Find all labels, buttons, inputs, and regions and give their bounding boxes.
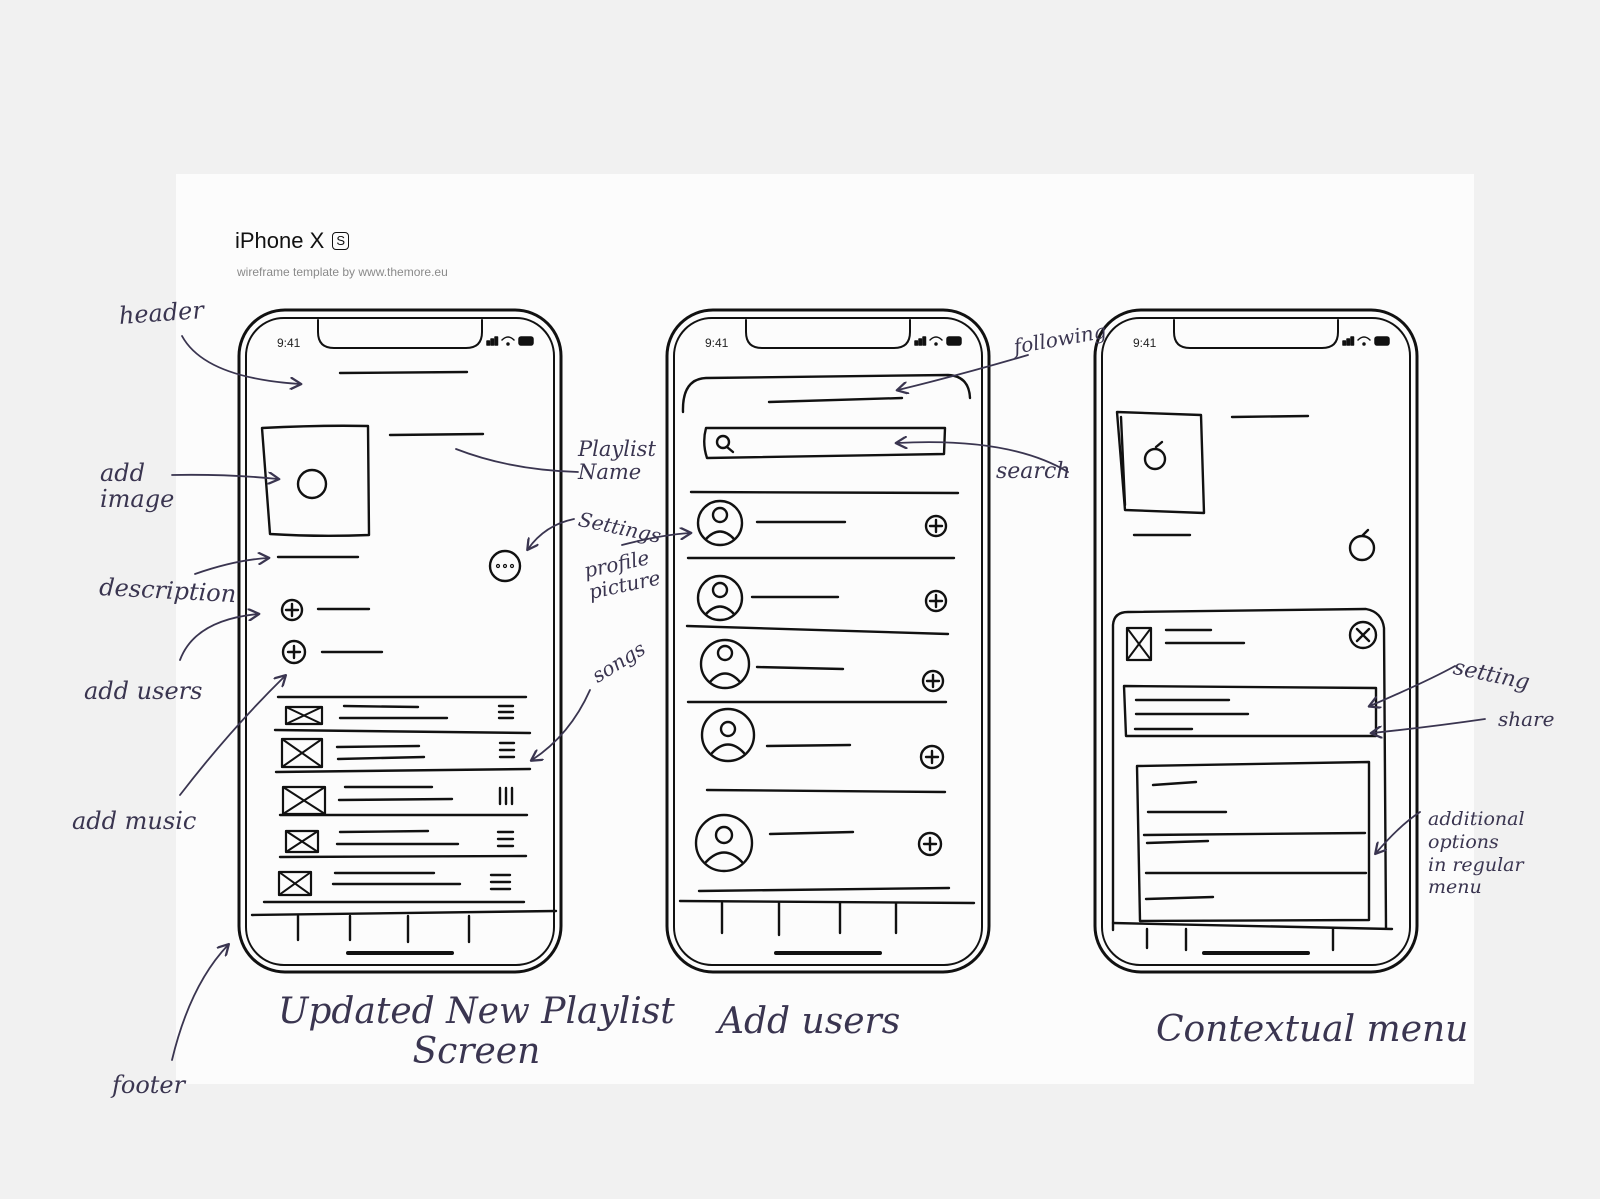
footer-line [250,909,558,917]
song-row [281,785,514,816]
song-row [280,737,516,769]
add-user-icon [924,589,948,613]
settings-icon [488,549,522,583]
label-footer: footer [112,1071,186,1099]
user-row [699,638,945,693]
caption-contextual-menu: Contextual menu [1156,1009,1469,1050]
phone-1-status-icons [486,336,534,346]
phone-1-status-time: 9:41 [277,336,301,350]
song-row [284,704,515,726]
label-add-music: add music [72,807,197,835]
profile-picture-icon [699,638,751,690]
song-row [284,829,515,854]
profile-picture-icon [700,707,756,763]
label-search: search [996,459,1071,484]
add-user-icon [919,744,945,770]
search-bar [703,426,947,460]
label-header: header [117,296,205,330]
close-icon [1348,620,1378,650]
phone-2-status-icons [914,336,962,346]
label-playlist-name: Playlist Name [578,437,656,485]
phone-2-sketch [678,373,976,937]
label-share: share [1498,707,1555,731]
user-row [696,574,948,622]
additional-options [1135,760,1371,923]
phone-3-status-time: 9:41 [1133,336,1157,350]
profile-picture-icon [696,574,744,622]
song-row [277,870,512,897]
phone-2-status-time: 9:41 [705,336,729,350]
add-user-icon [281,639,307,665]
playlist-name-line [388,432,485,437]
template-badge: S [332,232,350,250]
phone-2-frame [665,308,991,974]
template-subtitle: wireframe template by www.themore.eu [237,265,448,279]
profile-picture-icon [694,813,754,873]
settings-icon [1348,534,1376,562]
profile-picture-icon [696,499,744,547]
add-user-icon [921,669,945,693]
phone-3-frame [1093,308,1419,974]
header-line [338,370,469,375]
contextual-menu-sheet [1111,607,1388,932]
template-title-text: iPhone X [235,228,325,253]
user-row [700,707,945,770]
user-row [696,499,948,547]
image-icon [1143,447,1167,471]
search-icon [715,434,731,450]
phone-1-sketch [250,370,558,944]
phone-3-status-icons [1342,336,1390,346]
caption-updated-new-playlist-screen: Updated New Playlist Screen [278,991,675,1072]
add-user-icon [924,514,948,538]
following-header-tab [681,373,972,414]
phone-3-sketch [1111,410,1394,952]
user-row [694,813,943,873]
image-box [1115,410,1206,515]
template-title: iPhone X S [235,228,350,254]
add-image-icon [296,468,328,500]
footer-line [678,899,976,905]
wireframe-sheet [176,174,1474,1084]
footer-line [1111,921,1394,931]
label-add-image: add image [100,459,175,514]
add-user-icon [280,598,304,622]
label-add-users: add users [84,677,203,705]
phone-1-frame [237,308,563,974]
annotation-arrows [171,335,1486,1061]
label-additional-options: additional options in regular menu [1428,808,1525,899]
add-image-box [260,424,371,537]
caption-add-users: Add users [718,1001,901,1042]
add-user-icon [917,831,943,857]
